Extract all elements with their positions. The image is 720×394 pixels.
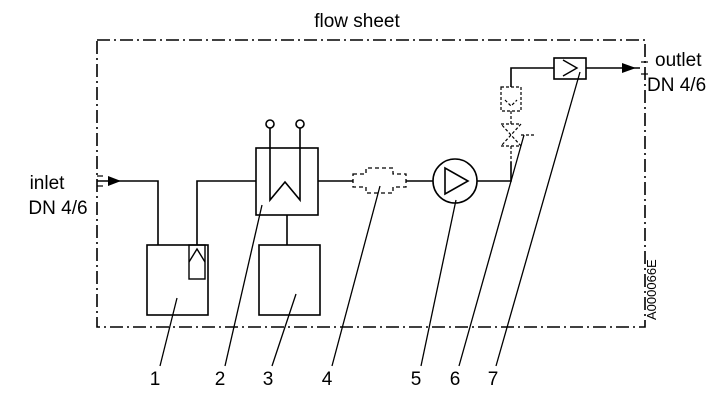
component-5-pump-triangle <box>444 166 470 196</box>
drawing-code: A000066E <box>644 259 659 320</box>
component-1-box <box>146 244 209 316</box>
pipe-6-to-7 <box>510 67 554 87</box>
system-boundary <box>96 39 646 328</box>
leader-3 <box>271 293 297 367</box>
component-4-filter-icon <box>352 167 407 194</box>
component-1-sensor-chevron <box>188 247 206 263</box>
outlet-arrow-icon <box>622 63 636 73</box>
inlet-pipe <box>97 180 159 245</box>
component-6-valve-icon <box>499 86 534 162</box>
pipe-1-to-2 <box>196 180 256 245</box>
outlet-label: outlet <box>655 50 702 71</box>
callout-leaders <box>159 71 581 367</box>
leader-6 <box>458 134 525 367</box>
leader-1 <box>159 297 178 367</box>
leader-2 <box>224 204 263 367</box>
component-7-box <box>553 57 587 80</box>
callout-2: 2 <box>215 369 226 389</box>
callout-6: 6 <box>450 369 461 389</box>
component-7-chevron-icon <box>562 59 579 77</box>
callout-1: 1 <box>150 369 161 389</box>
callout-4: 4 <box>322 369 333 389</box>
inlet-connector-icon <box>97 175 103 187</box>
component-2-heater-icon <box>265 119 305 203</box>
callout-7: 7 <box>488 369 499 389</box>
component-2-vessel <box>255 147 319 216</box>
diagram-title: flow sheet <box>314 11 400 32</box>
inlet-size-label: DN 4/6 <box>28 198 87 219</box>
pipe-5-to-6 <box>477 162 512 182</box>
leader-7 <box>495 71 581 367</box>
callout-3: 3 <box>263 369 274 389</box>
inlet-label: inlet <box>30 173 66 194</box>
leader-5 <box>420 199 457 367</box>
piping-lines <box>97 67 640 245</box>
inlet-arrow-icon <box>108 176 121 186</box>
outlet-connector-icon <box>641 61 648 75</box>
callout-5: 5 <box>411 369 422 389</box>
component-5-pump-icon <box>432 158 478 204</box>
leader-4 <box>331 185 381 367</box>
outlet-size-label: DN 4/6 <box>647 75 706 96</box>
component-3-box <box>258 244 321 316</box>
